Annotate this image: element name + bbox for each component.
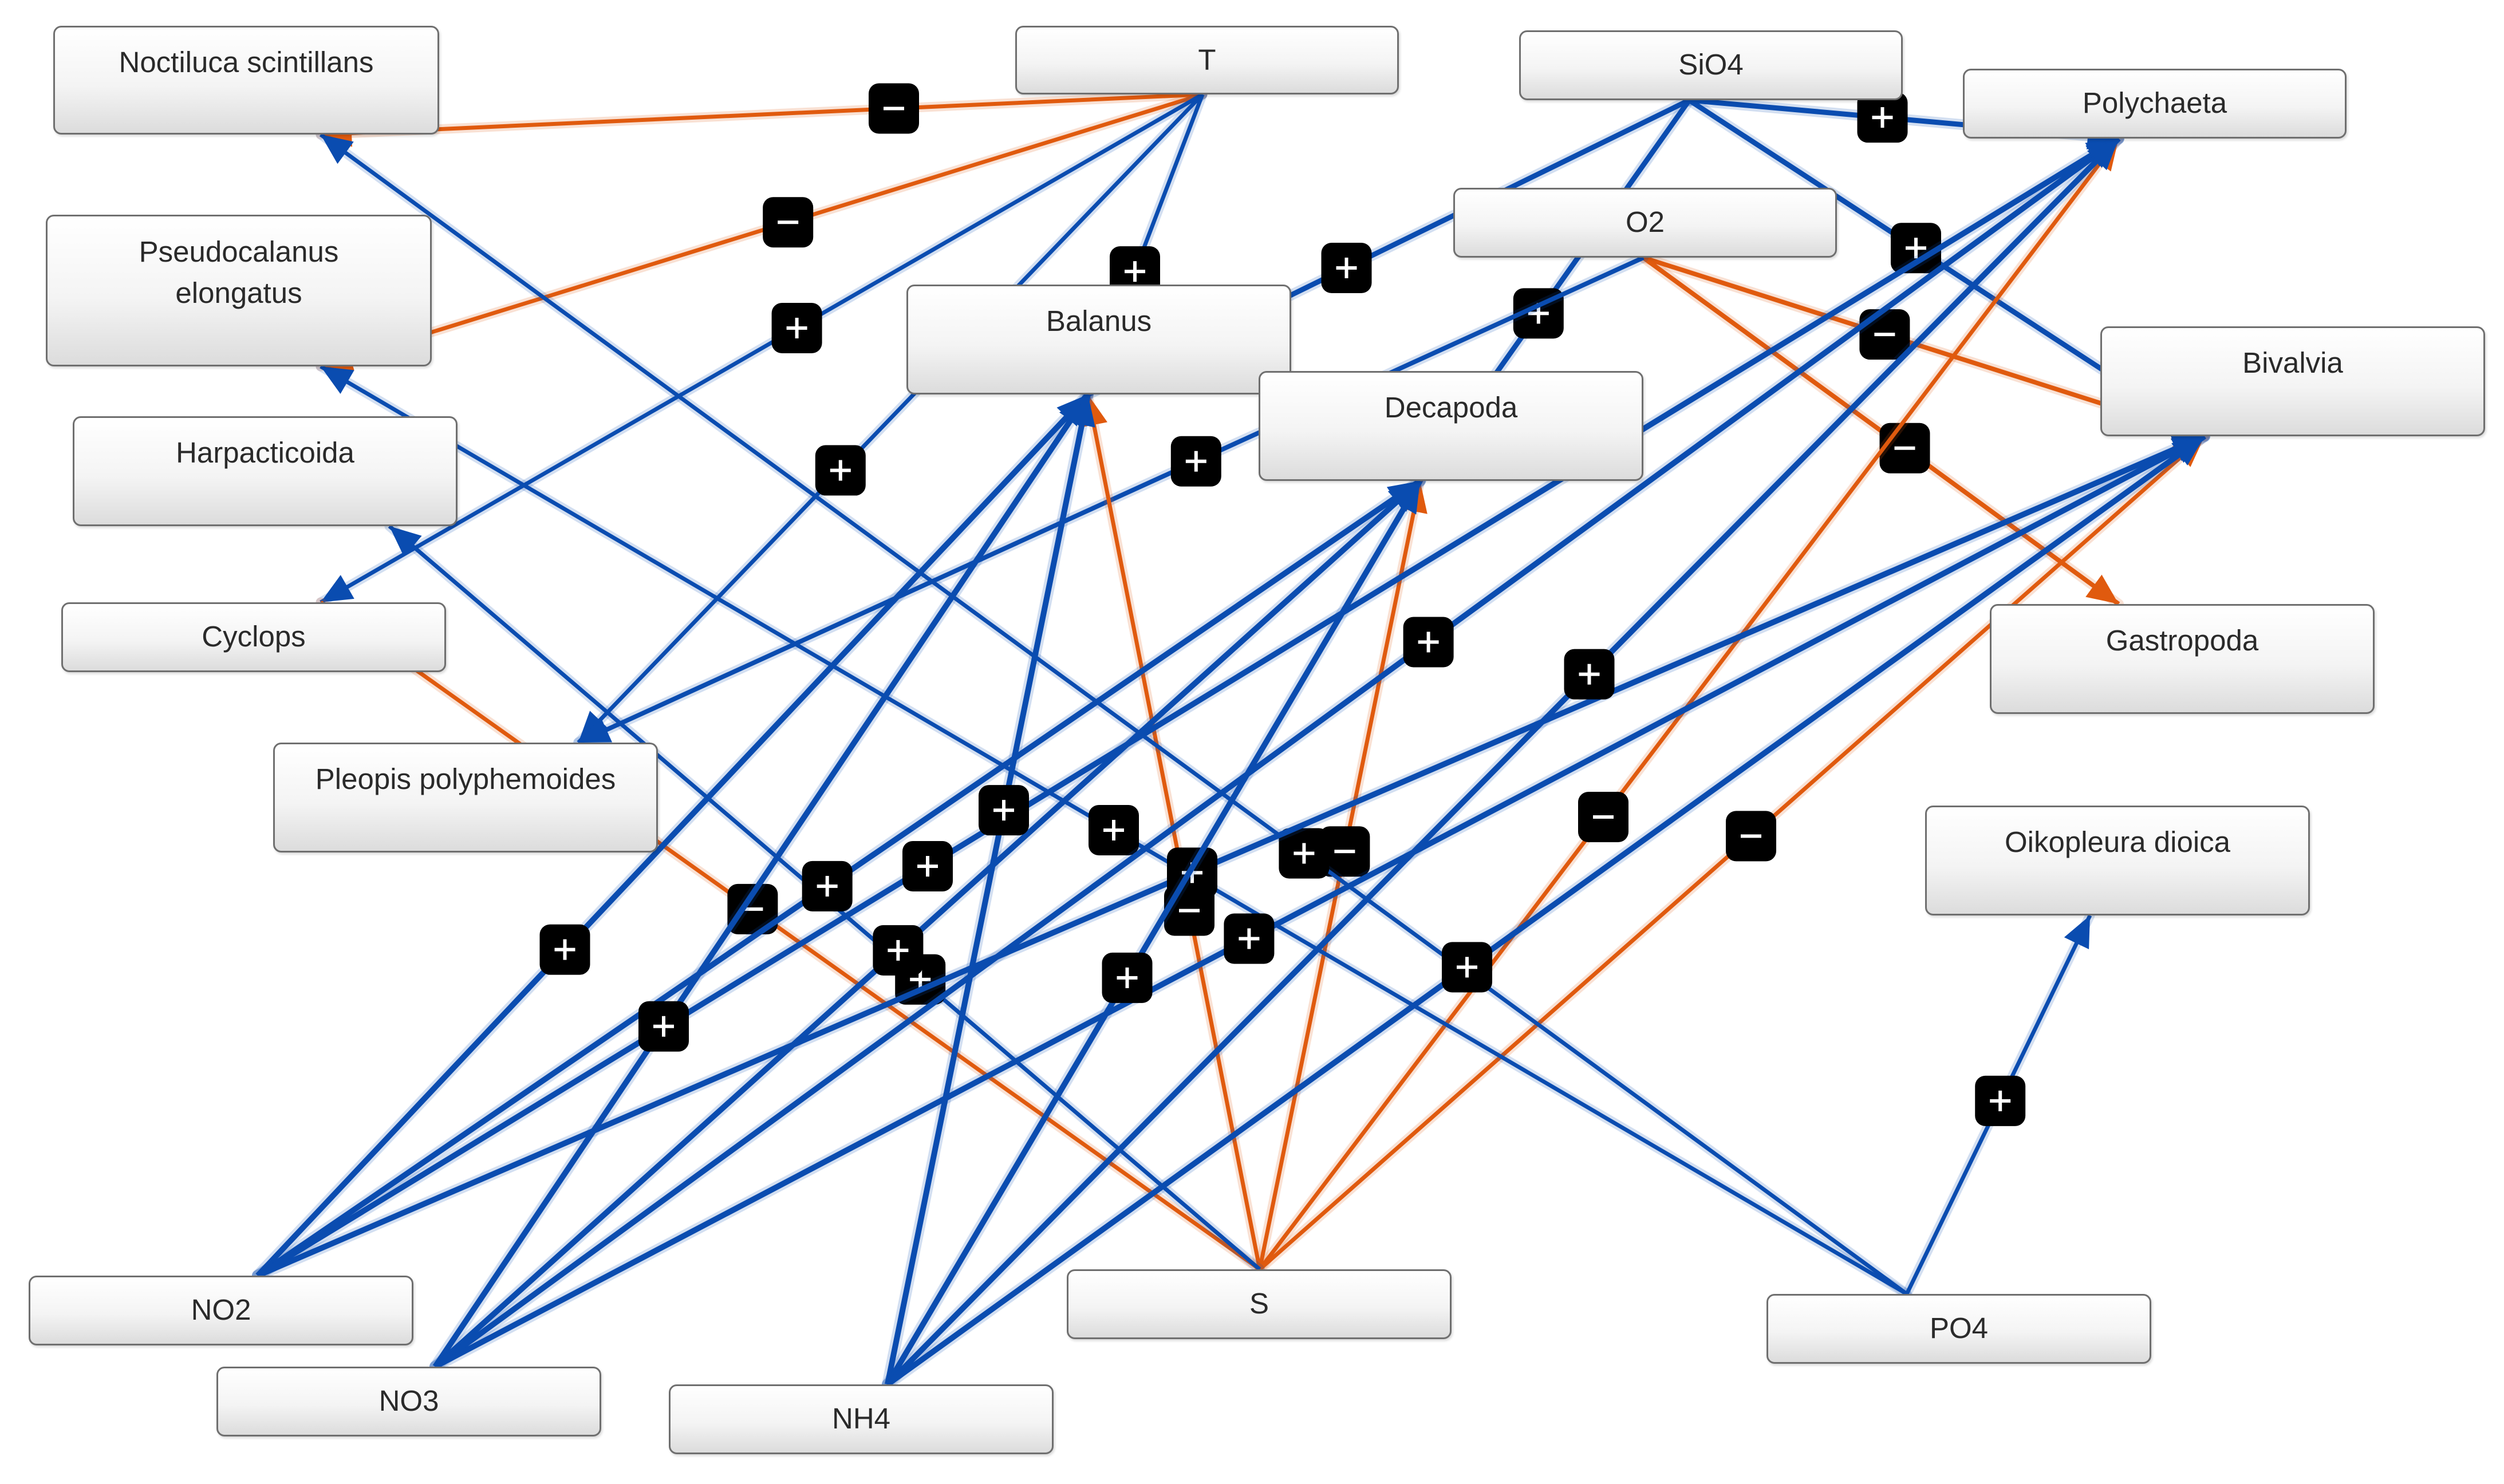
- edge-nh4-bivalvia: [882, 431, 2210, 1390]
- node-s[interactable]: S: [1067, 1269, 1452, 1339]
- plus-sign-badge: [539, 924, 590, 975]
- node-po4[interactable]: PO4: [1766, 1294, 2151, 1364]
- node-t[interactable]: T: [1015, 26, 1399, 94]
- arrowhead: [2064, 915, 2090, 950]
- node-no2[interactable]: NO2: [29, 1276, 413, 1345]
- node-label: NO2: [191, 1293, 251, 1326]
- plus-sign-badge: [1442, 942, 1492, 993]
- node-label: Gastropoda: [2105, 624, 2259, 657]
- node-label: SiO4: [1678, 48, 1744, 81]
- node-label: Noctiluca scintillans: [119, 46, 374, 78]
- node-label: Pseudocalanus elongatus: [139, 235, 339, 309]
- plus-sign-badge: [979, 785, 1029, 836]
- arrowhead: [2171, 436, 2205, 466]
- node-nh4[interactable]: NH4: [669, 1384, 1054, 1454]
- plus-sign-badge: [1089, 805, 1139, 855]
- node-label: Bivalvia: [2242, 346, 2343, 379]
- node-no3[interactable]: NO3: [216, 1367, 601, 1436]
- arrowhead: [1392, 481, 1420, 515]
- plus-sign-badge: [771, 303, 822, 354]
- plus-sign-badge: [1403, 617, 1454, 668]
- node-label: NO3: [378, 1384, 439, 1417]
- node-label: NH4: [831, 1402, 891, 1435]
- node-polychaeta[interactable]: Polychaeta: [1963, 69, 2347, 139]
- node-decapoda[interactable]: Decapoda: [1259, 371, 1643, 481]
- node-label: Pleopis polyphemoides: [315, 763, 616, 795]
- plus-sign-badge: [638, 1001, 689, 1052]
- plus-sign-badge: [1975, 1075, 2026, 1126]
- arrowhead: [321, 135, 354, 164]
- node-gastropoda[interactable]: Gastropoda: [1990, 604, 2375, 714]
- arrowhead: [389, 526, 422, 557]
- arrowhead: [321, 366, 354, 394]
- minus-sign-badge: [1578, 792, 1628, 842]
- node-pleopis-polyphemoides[interactable]: Pleopis polyphemoides: [273, 743, 658, 852]
- plus-sign-badge: [1279, 828, 1330, 879]
- node-sio4[interactable]: SiO4: [1519, 30, 1903, 100]
- node-label: Polychaeta: [2082, 86, 2227, 119]
- node-o2[interactable]: O2: [1453, 188, 1837, 258]
- node-label: PO4: [1929, 1312, 1989, 1344]
- node-label: O2: [1625, 206, 1665, 238]
- arrowhead: [321, 575, 354, 602]
- plus-sign-badge: [802, 861, 853, 911]
- plus-sign-badge: [1170, 436, 1221, 487]
- node-label: Balanus: [1046, 305, 1152, 337]
- minus-sign-badge: [869, 83, 919, 134]
- minus-sign-badge: [763, 197, 814, 248]
- node-label: Cyclops: [202, 620, 306, 653]
- edge-o2-pleopis: [573, 252, 1649, 748]
- node-oikopleura-dioica[interactable]: Oikopleura dioica: [1925, 806, 2310, 915]
- plus-sign-badge: [815, 445, 866, 496]
- arrowhead: [2085, 574, 2119, 604]
- node-label: Oikopleura dioica: [2004, 826, 2231, 858]
- node-noctiluca-scintillans[interactable]: Noctiluca scintillans: [53, 26, 439, 135]
- node-balanus[interactable]: Balanus: [906, 285, 1291, 394]
- edge-nh4-balanus: [882, 389, 1095, 1390]
- node-bivalvia[interactable]: Bivalvia: [2100, 326, 2485, 436]
- plus-sign-badge: [1110, 246, 1160, 297]
- minus-sign-badge: [1319, 826, 1370, 877]
- minus-sign-badge: [727, 883, 778, 934]
- node-cyclops[interactable]: Cyclops: [61, 602, 446, 672]
- node-harpacticoida[interactable]: Harpacticoida: [73, 416, 458, 526]
- edge-no2-bivalvia: [252, 431, 2210, 1281]
- node-label: Decapoda: [1384, 391, 1518, 424]
- arrowhead: [578, 717, 613, 743]
- plus-sign-badge: [1321, 242, 1372, 293]
- edge-nh4-polychaeta: [882, 133, 2124, 1390]
- plus-sign-badge: [902, 841, 953, 892]
- arrowhead: [1068, 394, 1095, 428]
- node-pseudocalanus-elongatus[interactable]: Pseudocalanus elongatus: [46, 215, 432, 366]
- minus-sign-badge: [1726, 811, 1776, 862]
- edge-t-cyclops: [316, 89, 1208, 607]
- plus-sign-badge: [1564, 649, 1615, 700]
- node-label: Harpacticoida: [176, 436, 354, 469]
- plus-sign-badge: [1891, 223, 1941, 274]
- edge-po4-noctiluca: [316, 129, 1912, 1299]
- plus-sign-badge: [1857, 92, 1908, 143]
- plus-sign-badge: [1102, 952, 1153, 1003]
- node-label: T: [1198, 44, 1216, 76]
- plus-sign-badge: [873, 925, 924, 976]
- node-label: S: [1249, 1287, 1269, 1320]
- edge-nh4-decapoda: [882, 475, 1426, 1390]
- plus-sign-badge: [1224, 913, 1275, 964]
- arrowhead: [2087, 139, 2119, 171]
